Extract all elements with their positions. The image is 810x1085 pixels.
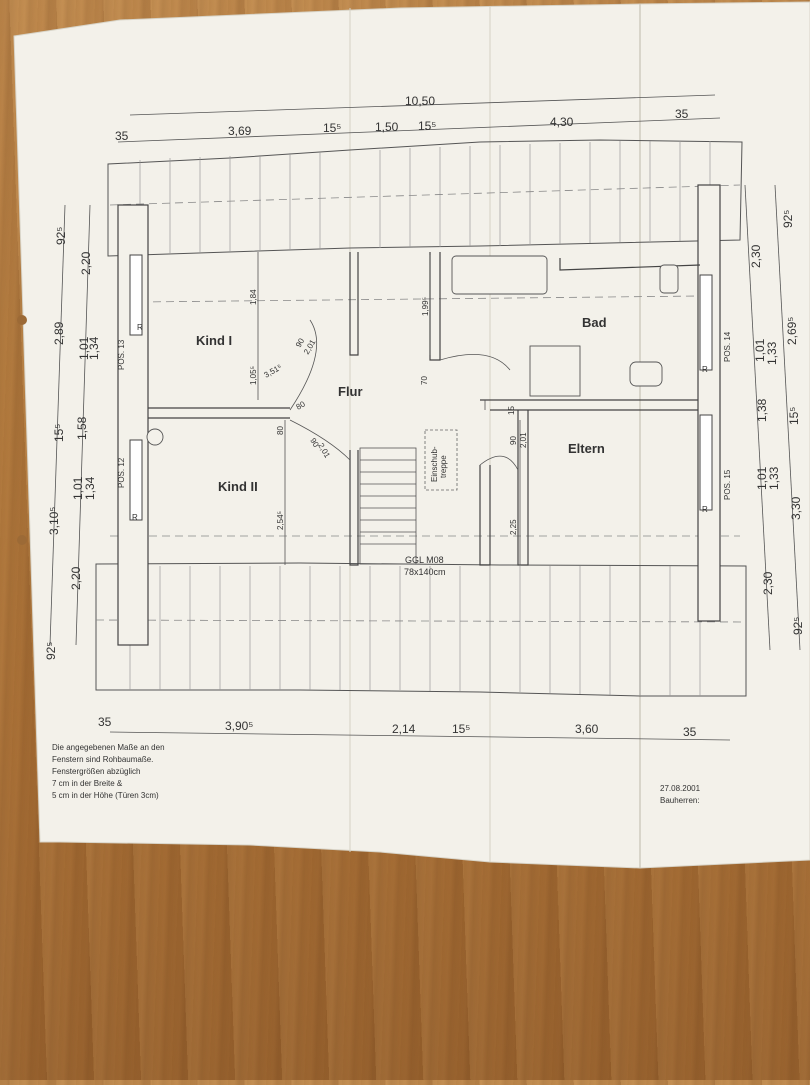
note-line-2: Fenstern sind Rohbaumaße. [52,755,153,764]
note-line-1: Die angegebenen Maße an den [52,743,165,752]
window-pos-14: POS. 14 [723,331,732,362]
room-bad: Bad [582,315,607,330]
dim-left-3: 2,89 [52,321,66,345]
date-label: 27.08.2001 [660,784,701,793]
dim-left-4: 1,01 [77,336,91,360]
room-kind1: Kind I [196,333,232,348]
windows [129,254,713,521]
einschubtreppe-label-1: Einschub- [430,446,439,482]
wall-flur-left-upper [349,252,359,356]
einschubtreppe-label-2: treppe [439,455,448,478]
note-line-4: 7 cm in der Breite & [52,779,123,788]
roof-hatching-bottom [129,566,701,696]
dim-left-5: 1,34 [87,336,101,360]
wall-bad-eltern [480,399,698,411]
dim-right-1: 2,30 [749,244,763,268]
dim-top-4: 1,50 [375,120,399,134]
dim-int-4: 80 [276,426,285,435]
note-line-5: 5 cm in der Höhe (Türen 3cm) [52,791,159,800]
wall-flur-left-lower [349,450,359,566]
roof-top-band [107,139,743,257]
dim-top-3: 15⁵ [323,121,341,135]
dim-right-8: 1,01 [755,466,769,490]
dim-left-6: 15⁵ [52,424,66,442]
door-swings [289,319,519,471]
dim-right-11: 2,30 [761,571,775,595]
dim-int-2: 1,99⁵ [421,297,430,316]
window-r-14: R [702,365,708,374]
dim-int-1: 1,84 [249,289,258,305]
dim-left-8: 3,10⁵ [47,507,61,535]
note-line-3: Fenstergrößen abzüglich [52,767,141,776]
dim-bottom-3: 2,14 [392,722,416,736]
wall-kind1-kind2 [148,407,290,419]
window-pos-12: POS. 12 [117,457,126,488]
ggl-label-2: 78x140cm [404,567,446,577]
dim-top-1: 35 [115,129,129,143]
window-pos-15: POS. 15 [723,469,732,500]
dim-left-1: 92⁵ [54,227,68,245]
dim-int-5: 2,54⁵ [276,511,285,530]
bauherren-label: Bauherren: [660,796,700,805]
dim-int-10: 15 [507,406,516,415]
dim-bottom-1: 35 [98,715,112,729]
dim-right-6: 1,38 [755,398,769,422]
dim-right-12: 92⁵ [791,617,805,635]
dim-top-6: 4,30 [550,115,574,129]
dim-top-7: 35 [675,107,689,121]
dim-left-10: 1,34 [83,476,97,500]
dim-left-12: 92⁵ [44,642,58,660]
dim-right-2: 92⁵ [781,210,795,228]
dim-right-9: 1,33 [767,466,781,490]
dim-int-9: 2,25 [509,519,518,535]
window-r-13: R [137,323,143,332]
ggl-label-1: GGL M08 [405,555,444,565]
roof-hatching-top [139,141,711,255]
dim-int-7: 90 [509,436,518,445]
wall-eltern-inner [517,410,529,566]
staircase [359,447,417,565]
dim-bottom-5: 3,60 [575,722,599,736]
dim-top-2: 3,69 [228,124,252,138]
dashed-lines [95,184,747,623]
dim-bottom-4: 15⁵ [452,722,470,736]
window-r-15: R [702,505,708,514]
dim-int-6: 70 [420,376,429,385]
punch-hole [17,535,27,545]
dim-left-9: 1,01 [71,476,85,500]
dim-left-11: 2,20 [69,566,83,590]
dim-bottom-6: 35 [683,725,697,739]
right-wall [697,184,721,622]
wall-bad-top [559,258,701,271]
dim-bottom-2: 3,90⁵ [225,719,253,733]
dim-top-total: 10,50 [405,94,435,108]
room-flur: Flur [338,384,363,399]
wall-flur-right-lower [479,465,491,566]
dim-right-10: 3,30 [789,496,803,520]
einschubtreppe-box [424,429,458,491]
dim-right-3: 2,69⁵ [785,317,799,345]
window-pos-13: POS. 13 [117,339,126,370]
room-eltern: Eltern [568,441,605,456]
dim-int-8: 2,01 [519,432,528,448]
dim-right-5: 1,33 [765,341,779,365]
punch-hole [17,315,27,325]
dim-left-7: 1,58 [75,416,89,440]
dim-right-7: 15⁵ [787,407,801,425]
dim-left-2: 2,20 [79,251,93,275]
window-r-12: R [132,513,138,522]
room-kind2: Kind II [218,479,258,494]
dim-int-3: 1,05⁵ [249,366,258,385]
dim-right-4: 1,01 [753,338,767,362]
dimension-lines [49,94,801,741]
bath-fixtures [146,255,679,446]
dim-top-5: 15⁵ [418,119,436,133]
